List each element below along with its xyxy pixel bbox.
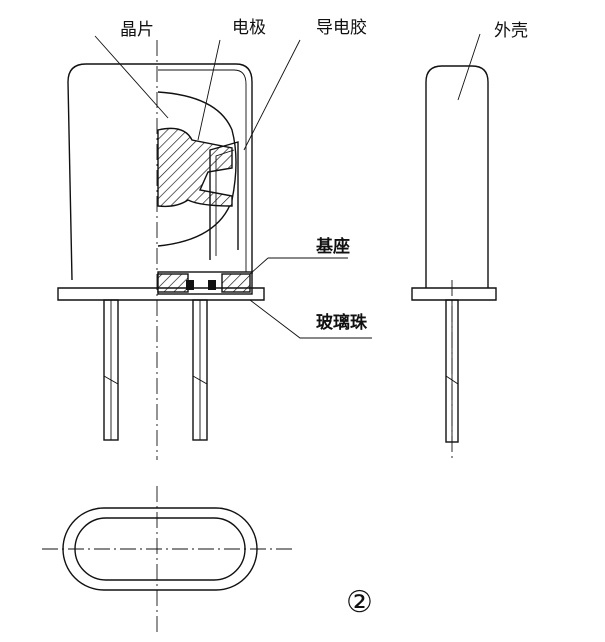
can-outline-left [67, 63, 158, 281]
top-view [42, 486, 294, 632]
label-crystal: 晶片 [120, 20, 154, 40]
outer-shell-view [411, 65, 497, 460]
electrode-section [157, 127, 233, 208]
flange [57, 287, 265, 301]
crystal-disc [157, 91, 237, 247]
spring-clip [209, 141, 239, 260]
shell-outline [425, 65, 489, 288]
label-glass-bead: 玻璃珠 [316, 312, 368, 333]
leader-lines [94, 33, 481, 339]
labels: 晶片 电极 导电胶 外壳 基座 玻璃珠 [120, 18, 528, 333]
top-view-outer [62, 507, 258, 591]
label-conductive-glue: 导电胶 [316, 18, 367, 38]
label-electrode: 电极 [232, 18, 266, 38]
can-wall-outer [158, 63, 253, 274]
label-shell: 外壳 [494, 21, 528, 41]
can-wall-inner [158, 69, 247, 272]
figure-number: ② [346, 585, 373, 620]
shell-flange [411, 287, 497, 301]
top-view-inner [74, 517, 246, 581]
cutaway-assembly [57, 40, 265, 460]
glass-bead [186, 280, 194, 290]
label-base: 基座 [315, 236, 350, 257]
pins-left [103, 299, 208, 441]
